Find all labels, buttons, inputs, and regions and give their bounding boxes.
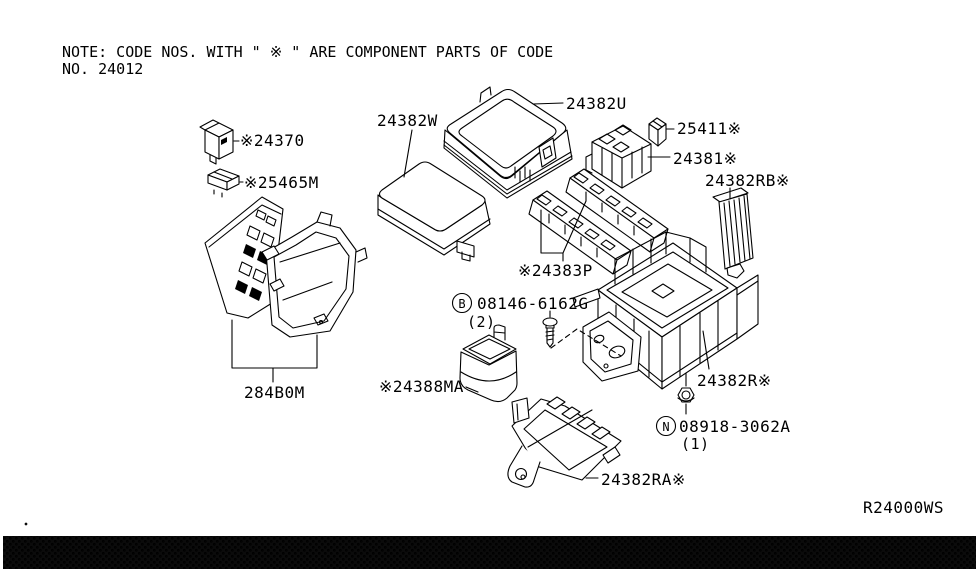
leader-24383p bbox=[540, 200, 587, 262]
nut-qty: (1) bbox=[681, 435, 710, 453]
part-drawing-24381 bbox=[585, 124, 652, 189]
nut-label-group: N 08918-3062A (1) bbox=[655, 415, 790, 453]
part-drawing-24382u bbox=[443, 86, 573, 199]
note-line-2: NO. 24012 bbox=[62, 60, 143, 78]
part-label-284b0m: 284B0M bbox=[244, 383, 305, 402]
bolt-label-group: B 08146-6162G (2) bbox=[451, 292, 588, 331]
nut-drawing bbox=[677, 387, 695, 403]
leader-lines bbox=[233, 102, 731, 479]
leader-24382r bbox=[702, 330, 710, 370]
note-line-1: NOTE: CODE NOS. WITH " ※ " ARE COMPONENT… bbox=[62, 43, 553, 61]
part-drawing-284b0m-bracket bbox=[231, 211, 368, 383]
part-label-24382u: 24382U bbox=[566, 94, 627, 113]
footer-hatch-strip bbox=[3, 536, 976, 569]
part-drawing-24388ma bbox=[459, 324, 518, 403]
part-label-24388ma: ※24388MA bbox=[379, 377, 464, 396]
part-drawing-24382ra bbox=[507, 396, 622, 488]
part-label-24382rb: 24382RB※ bbox=[705, 171, 790, 190]
part-drawing-24370 bbox=[199, 119, 234, 165]
part-label-25465m: ※25465M bbox=[244, 173, 319, 192]
bolt-symbol: B bbox=[458, 297, 465, 311]
nut-symbol: N bbox=[662, 420, 669, 434]
leader-284b0m bbox=[231, 319, 318, 383]
part-label-24382ra: 24382RA※ bbox=[601, 470, 686, 489]
leader-24388ma bbox=[465, 386, 479, 393]
part-drawing-284b0m-block bbox=[204, 196, 284, 319]
part-drawing-24383p-front-strip bbox=[528, 190, 632, 275]
print-speck bbox=[24, 522, 28, 526]
part-drawing-25411 bbox=[648, 117, 667, 147]
part-label-24382r: 24382R※ bbox=[697, 371, 772, 390]
part-label-24383p: ※24383P bbox=[518, 261, 593, 280]
bolt-symbol-circle bbox=[451, 292, 473, 314]
leader-24382w bbox=[403, 129, 413, 178]
part-label-24381: 24381※ bbox=[673, 149, 738, 168]
leader-24382u bbox=[532, 102, 564, 105]
leader-bolt-axis bbox=[550, 328, 622, 357]
nut-symbol-circle bbox=[655, 415, 677, 437]
part-drawing-24382r bbox=[572, 231, 759, 390]
nut-code: 08918-3062A bbox=[679, 417, 790, 436]
part-label-24370: ※24370 bbox=[240, 131, 305, 150]
part-drawing-25465m bbox=[207, 168, 240, 198]
diagram-ref-code: R24000WS bbox=[863, 498, 944, 517]
part-label-24382w: 24382W bbox=[377, 111, 438, 130]
bolt-qty: (2) bbox=[467, 313, 496, 331]
part-drawing-24382w bbox=[377, 161, 491, 262]
bolt-code: 08146-6162G bbox=[477, 294, 588, 313]
bolt-drawing bbox=[542, 317, 558, 348]
part-label-25411: 25411※ bbox=[677, 119, 742, 138]
